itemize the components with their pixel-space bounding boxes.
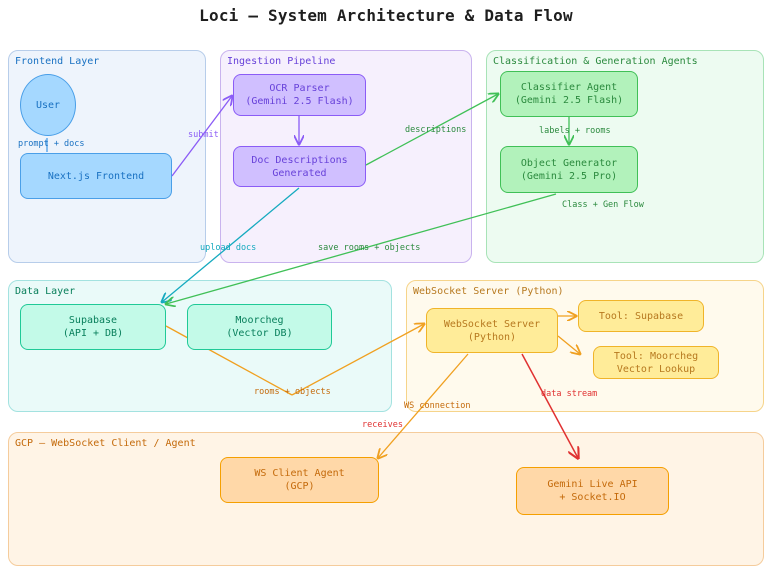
group-title-agents: Classification & Generation Agents bbox=[493, 56, 698, 67]
group-title-data: Data Layer bbox=[15, 286, 76, 297]
label-upload-docs: upload docs bbox=[200, 243, 257, 253]
edge-rooms-objects-to-ws bbox=[291, 324, 424, 396]
label-descriptions: descriptions bbox=[405, 125, 467, 135]
edge-descriptions bbox=[365, 94, 498, 166]
label-class-gen-flow: Class + Gen Flow bbox=[562, 200, 644, 210]
node-tool-moorcheg: Tool: Moorcheg Vector Lookup bbox=[593, 346, 719, 379]
edge-upload-docs bbox=[162, 187, 300, 302]
node-ocr-parser: OCR Parser (Gemini 2.5 Flash) bbox=[233, 74, 366, 116]
group-title-websocket: WebSocket Server (Python) bbox=[413, 286, 564, 297]
edge-submit bbox=[171, 96, 232, 177]
group-title-ingestion: Ingestion Pipeline bbox=[227, 56, 336, 67]
node-websocket-server: WebSocket Server (Python) bbox=[426, 308, 558, 353]
node-nextjs-frontend: Next.js Frontend bbox=[20, 153, 172, 199]
label-receives: receives bbox=[362, 420, 403, 430]
edge-save-rooms-objects bbox=[166, 193, 557, 304]
node-tool-supabase: Tool: Supabase bbox=[578, 300, 704, 332]
edge-data-stream bbox=[521, 353, 578, 458]
label-save-rooms-objects: save rooms + objects bbox=[318, 243, 421, 253]
label-submit: submit bbox=[188, 130, 219, 140]
node-object-generator: Object Generator (Gemini 2.5 Pro) bbox=[500, 146, 638, 193]
label-labels-rooms: labels + rooms bbox=[539, 126, 611, 136]
label-data-stream: data stream bbox=[541, 389, 598, 399]
label-rooms-objects: rooms + objects bbox=[254, 387, 331, 397]
node-ws-client-agent: WS Client Agent (GCP) bbox=[220, 457, 379, 503]
edge-ws-to-tool-moorcheg bbox=[557, 335, 580, 354]
page-title: Loci — System Architecture & Data Flow bbox=[199, 6, 573, 25]
node-gemini-live-api: Gemini Live API + Socket.IO bbox=[516, 467, 669, 515]
group-title-gcp: GCP — WebSocket Client / Agent bbox=[15, 438, 196, 449]
node-user: User bbox=[20, 74, 76, 136]
node-doc-descriptions: Doc Descriptions Generated bbox=[233, 146, 366, 187]
label-prompt-docs: prompt + docs bbox=[18, 139, 85, 149]
label-ws-connection: WS connection bbox=[404, 401, 471, 411]
node-supabase: Supabase (API + DB) bbox=[20, 304, 166, 350]
node-moorcheg: Moorcheg (Vector DB) bbox=[187, 304, 332, 350]
group-title-frontend: Frontend Layer bbox=[15, 56, 100, 67]
edge-ws-connection bbox=[378, 353, 469, 458]
node-classifier-agent: Classifier Agent (Gemini 2.5 Flash) bbox=[500, 71, 638, 117]
